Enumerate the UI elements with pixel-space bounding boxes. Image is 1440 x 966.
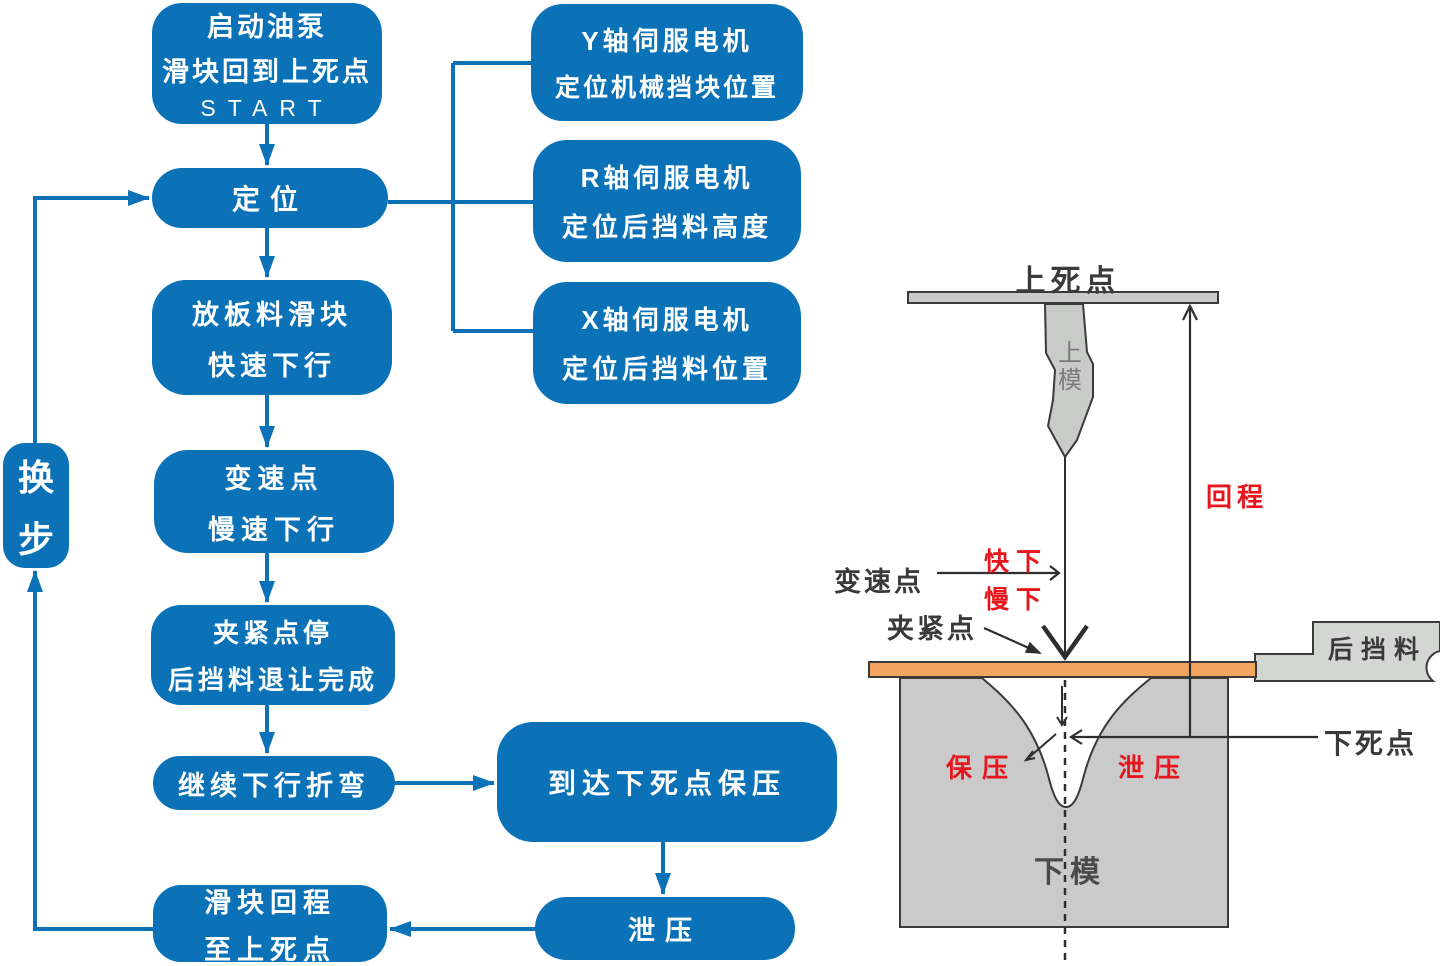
hold-pressure-arrowhead [1023, 750, 1036, 762]
flow-box-positioning: 定位 [152, 168, 388, 228]
flow-box-return-line2: 至上死点 [204, 934, 336, 965]
speed-change-arrowhead [1049, 565, 1061, 581]
flow-box-speed-line2: 慢速下行 [208, 514, 340, 545]
flow-box-release-pressure: 泄压 [535, 897, 795, 960]
label-fast-down: 快下 [984, 548, 1049, 576]
flow-box-return: 滑块回程 至上死点 [153, 885, 387, 965]
flow-box-servo-x: X轴伺服电机 定位后挡料位置 [533, 282, 801, 404]
servo-y-line2: 定位机械挡块位置 [554, 74, 779, 102]
return-stroke-arrowhead [1182, 303, 1198, 321]
servo-r-line2: 定位后挡料高度 [561, 212, 772, 242]
flow-box-start-line2: 滑块回到上死点 [162, 57, 372, 87]
flow-connectors [27, 61, 671, 937]
label-upper-die-char1: 上 [1058, 340, 1082, 367]
flow-box-clamp: 夹紧点停 后挡料退让完成 [151, 605, 395, 705]
flow-box-servo-y: Y轴伺服电机 定位机械挡块位置 [531, 4, 803, 121]
flow-box-start-line1: 启动油泵 [207, 12, 327, 42]
flow-box-step-line1: 换 [17, 456, 54, 498]
flow-box-bend: 继续下行折弯 [153, 756, 395, 810]
groove-down-arrowhead [1056, 716, 1068, 727]
flow-box-bend-label: 继续下行折弯 [178, 770, 370, 801]
flow-box-clamp-line2: 后挡料退让完成 [167, 665, 378, 695]
label-speed-change-point: 变速点 [834, 567, 924, 597]
label-lower-die: 下模 [1034, 856, 1106, 889]
servo-r-line1: R轴伺服电机 [580, 163, 754, 193]
servo-x-line2: 定位后挡料位置 [561, 354, 772, 384]
flow-box-step-line2: 步 [17, 518, 54, 560]
flow-box-servo-r: R轴伺服电机 定位后挡料高度 [533, 140, 801, 262]
servo-x-line1: X轴伺服电机 [581, 305, 753, 335]
flow-box-speed-line1: 变速点 [224, 463, 324, 494]
arrow-return-to-step [27, 570, 153, 931]
label-upper-die: 上 模 [1058, 340, 1082, 394]
upper-die-punch [1043, 303, 1094, 459]
sheet-material [868, 661, 1257, 678]
flow-box-speed-change: 变速点 慢速下行 [154, 450, 394, 553]
back-gauge-block [1254, 621, 1440, 682]
flow-box-hold-label: 到达下死点保压 [547, 768, 786, 799]
down-chevron-arrowhead [1041, 624, 1089, 661]
flow-box-release-label: 泄压 [628, 916, 702, 946]
label-clamp-point: 夹紧点 [887, 614, 977, 644]
clamp-point-arrow [983, 626, 1042, 655]
flow-box-hold-pressure: 到达下死点保压 [497, 722, 837, 842]
flow-box-return-line1: 滑块回程 [204, 887, 336, 918]
hold-pressure-line [1025, 733, 1057, 761]
label-upper-die-char2: 模 [1058, 367, 1082, 394]
lower-die-block [899, 677, 1229, 928]
label-slow-down: 慢下 [984, 586, 1049, 614]
arrow-step-to-positioning [33, 190, 150, 443]
schematic-annotations [937, 303, 1318, 964]
flow-box-feed-line2: 快速下行 [208, 350, 336, 381]
label-pressure-release: 泄压 [1118, 753, 1191, 783]
flow-box-feed: 放板料滑块 快速下行 [152, 280, 392, 395]
label-back-gauge: 后挡料 [1328, 636, 1428, 664]
flow-box-start-line3: START [200, 95, 334, 121]
flow-box-step-change: 换 步 [3, 443, 69, 568]
label-bottom-dead-center: 下死点 [1324, 728, 1418, 759]
label-return-stroke: 回程 [1206, 482, 1269, 512]
label-pressure-hold: 保压 [946, 753, 1019, 783]
flow-box-positioning-label: 定位 [231, 184, 308, 215]
flow-box-clamp-line1: 夹紧点停 [212, 618, 333, 648]
flow-box-feed-line1: 放板料滑块 [192, 299, 352, 330]
flow-box-start: 启动油泵 滑块回到上死点 START [152, 3, 382, 124]
servo-y-line1: Y轴伺服电机 [581, 26, 753, 56]
label-top-dead-center: 上死点 [1015, 265, 1121, 298]
bottom-dead-center-arrowhead [1068, 729, 1083, 745]
